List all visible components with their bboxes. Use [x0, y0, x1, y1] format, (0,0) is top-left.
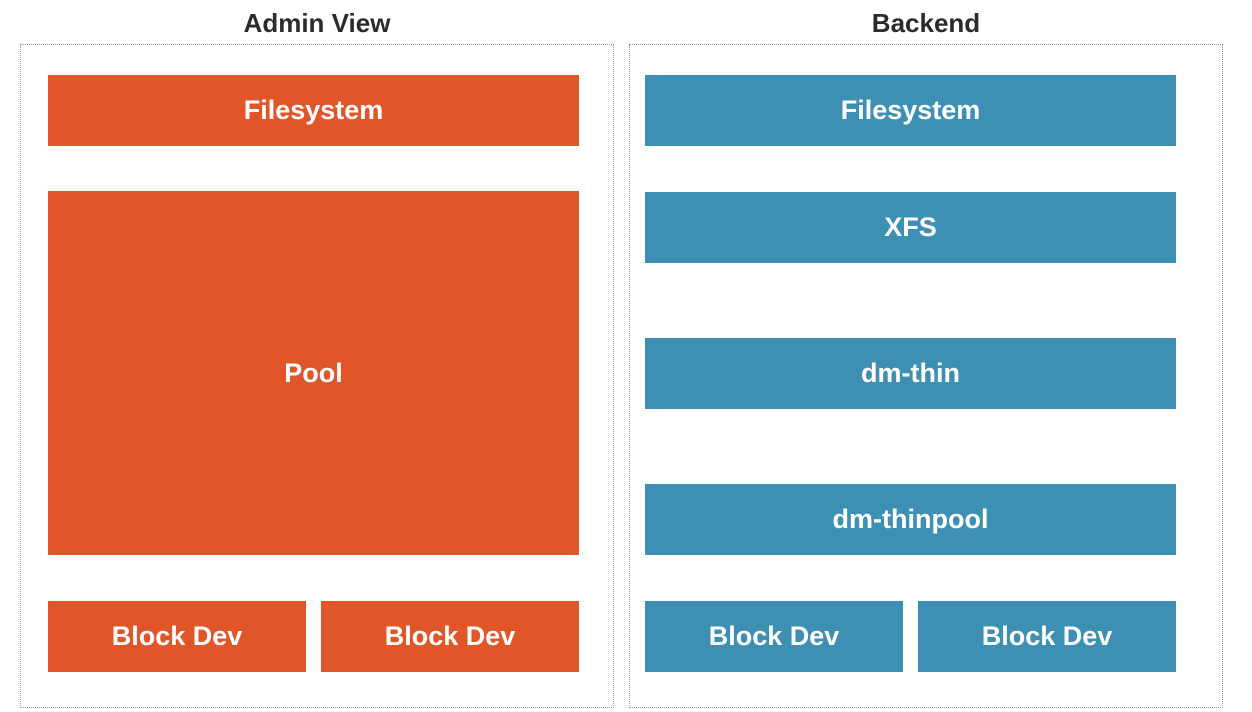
admin-block-dev-2: Block Dev [321, 601, 579, 672]
admin-view-panel [20, 44, 614, 708]
backend-xfs-label: XFS [884, 212, 937, 242]
admin-pool-block: Pool [48, 191, 579, 555]
backend-block-dev-1: Block Dev [645, 601, 903, 672]
admin-block-dev-2-label: Block Dev [384, 621, 516, 651]
backend-block-dev-1-label: Block Dev [708, 621, 840, 651]
backend-panel [629, 44, 1223, 708]
admin-pool-label: Pool [284, 357, 343, 388]
admin-filesystem-block: Filesystem [48, 75, 579, 146]
backend-dm-thinpool-label: dm-thinpool [832, 504, 989, 534]
backend-dm-thin-block: dm-thin [645, 338, 1176, 409]
backend-filesystem-label: Filesystem [840, 95, 981, 125]
admin-filesystem-label: Filesystem [243, 95, 384, 125]
admin-view-title: Admin View [243, 8, 391, 38]
backend-block-dev-2: Block Dev [918, 601, 1176, 672]
backend-dm-thinpool-block: dm-thinpool [645, 484, 1176, 555]
backend-dm-thin-label: dm-thin [861, 358, 960, 388]
admin-block-dev-1-label: Block Dev [111, 621, 243, 651]
backend-filesystem-block: Filesystem [645, 75, 1176, 146]
backend-title: Backend [871, 8, 981, 38]
backend-xfs-block: XFS [645, 192, 1176, 263]
admin-block-dev-1: Block Dev [48, 601, 306, 672]
backend-block-dev-2-label: Block Dev [981, 621, 1113, 651]
